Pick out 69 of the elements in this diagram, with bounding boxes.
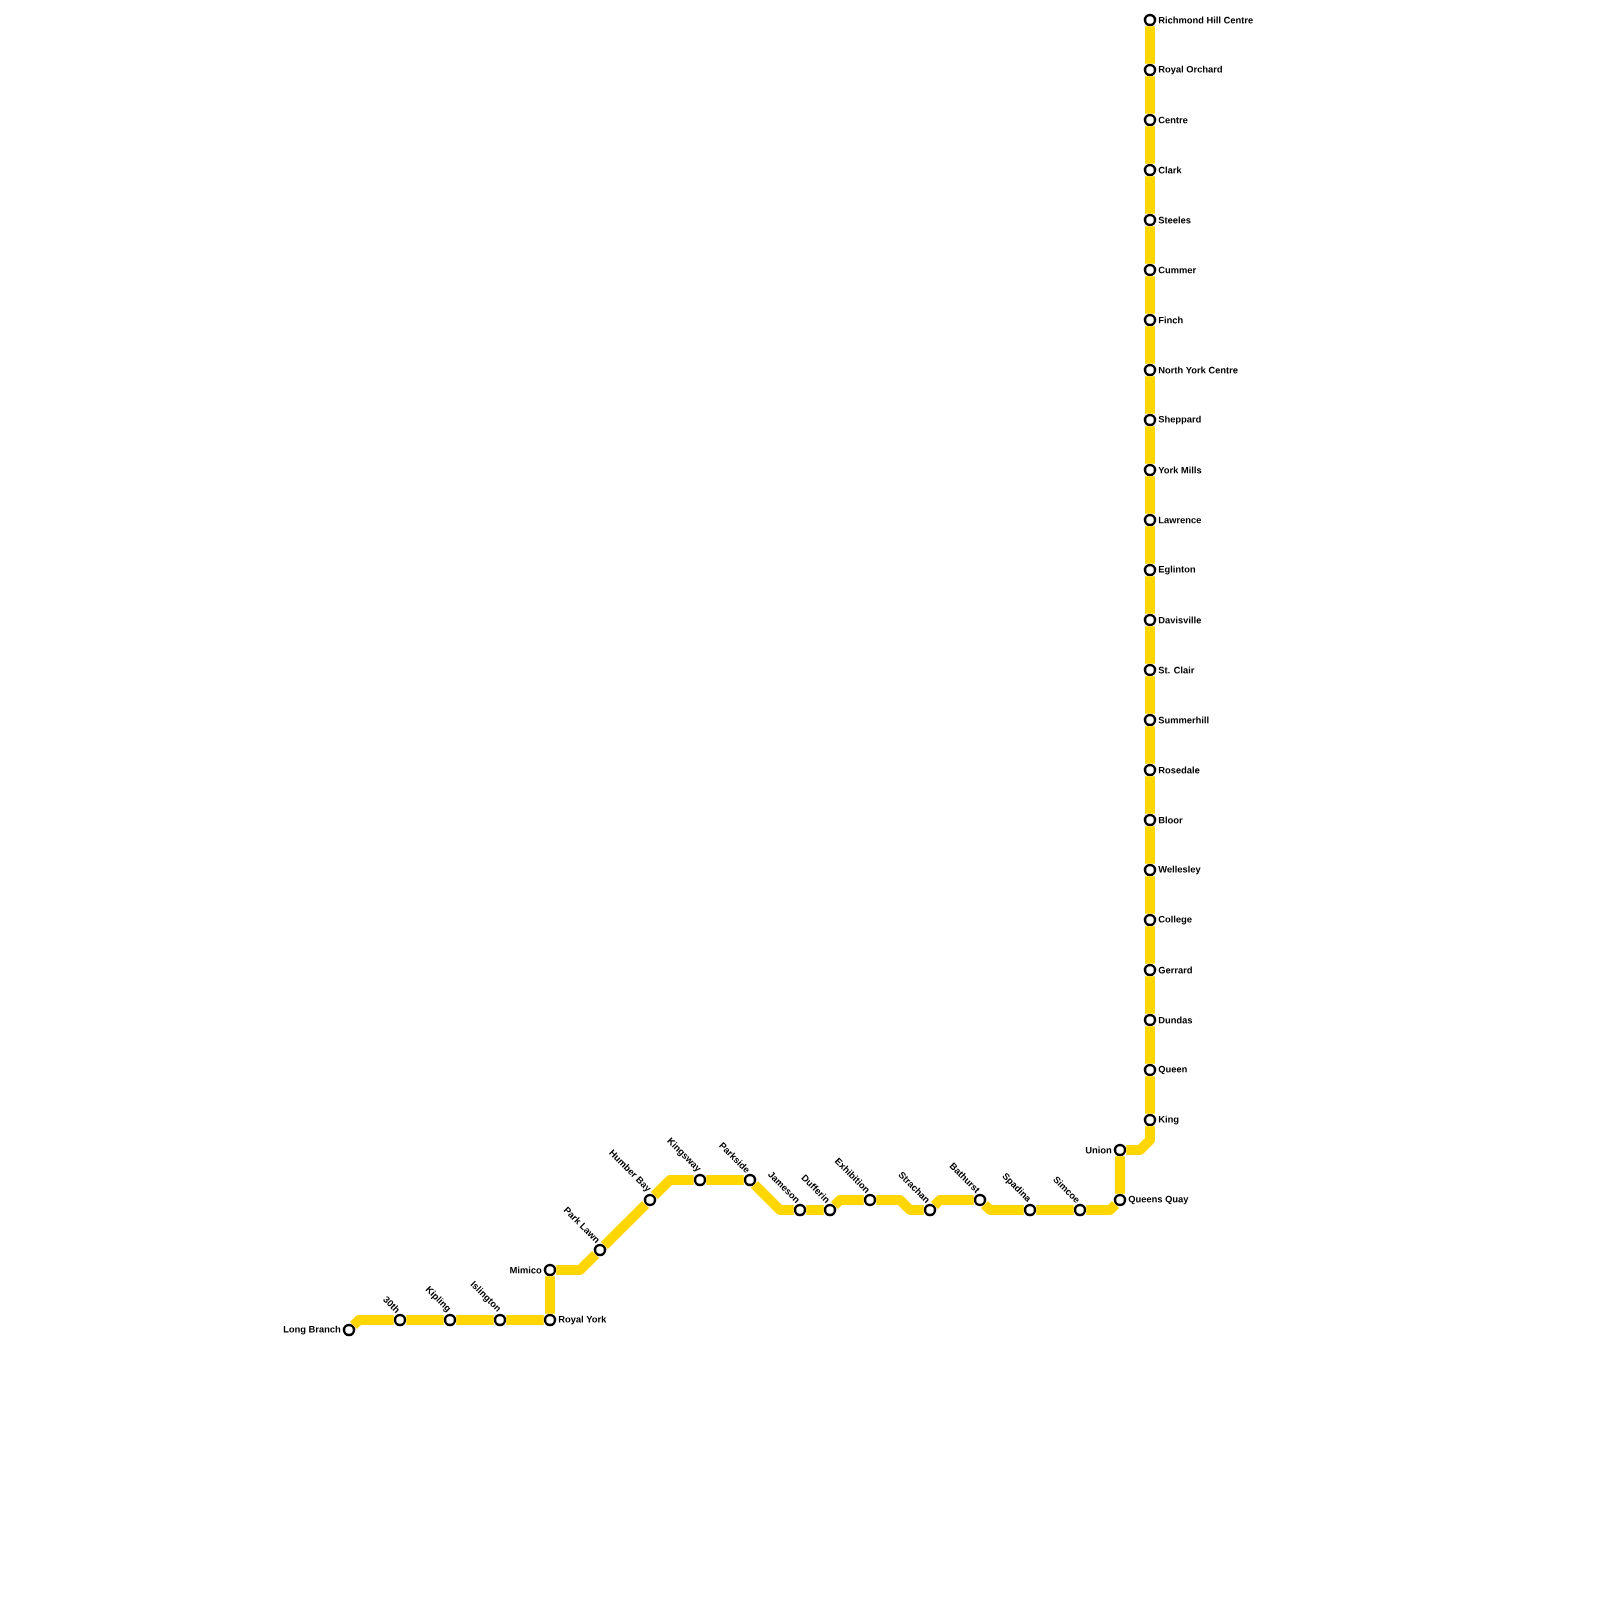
line-segment — [830, 1195, 864, 1210]
line-segment — [1145, 676, 1155, 714]
line-segment — [1145, 426, 1155, 464]
station-label: North York Centre — [1158, 366, 1238, 374]
station-label: Cummer — [1158, 266, 1196, 274]
line-segment — [556, 1250, 600, 1275]
station-label: Eglinton — [1158, 565, 1196, 575]
line-segment — [1145, 876, 1155, 914]
station-label: Clark — [1158, 166, 1182, 174]
station-label: Queen — [1158, 1065, 1187, 1075]
station-label: Finch — [1158, 316, 1183, 324]
line-segment — [1115, 1156, 1125, 1194]
line-segment — [600, 1200, 650, 1250]
station-label: Gerrard — [1158, 966, 1192, 974]
station-label: Queens Quay — [1128, 1195, 1189, 1205]
station-label: Dundas — [1158, 1016, 1193, 1024]
line-segment — [1145, 976, 1155, 1014]
line-segment — [349, 1315, 394, 1330]
line-segment — [806, 1205, 824, 1215]
station-label: York Mills — [1158, 466, 1202, 474]
station-label: King — [1158, 1115, 1179, 1125]
line-segment — [1145, 726, 1155, 764]
line-segment — [1145, 76, 1155, 114]
line-segment — [1145, 526, 1155, 564]
line-segment — [650, 1175, 694, 1200]
line-segment — [706, 1175, 744, 1185]
line-segment — [1145, 126, 1155, 164]
line-segment — [1145, 576, 1155, 614]
station-label: Bloor — [1158, 816, 1183, 824]
line-segment — [1145, 926, 1155, 964]
station-label: Long Branch — [283, 1325, 341, 1335]
station-label: Steeles — [1158, 216, 1191, 224]
station-label: Lawrence — [1158, 516, 1201, 524]
line-segment — [1145, 1076, 1155, 1114]
station-label: Union — [1085, 1146, 1112, 1154]
station-label: Wellesley — [1158, 865, 1201, 875]
station-label: Davisville — [1158, 616, 1202, 624]
station-label: Royal Orchard — [1158, 65, 1222, 75]
line-segment — [930, 1195, 974, 1210]
line-segment — [1036, 1205, 1074, 1215]
station-label: Centre — [1158, 116, 1188, 124]
line-segment — [1145, 26, 1155, 64]
line-segment — [980, 1200, 1024, 1215]
line-segment — [406, 1315, 444, 1325]
station-label: Mimico — [510, 1266, 542, 1274]
line-segment — [1145, 176, 1155, 214]
station-label: College — [1158, 915, 1192, 925]
line-segment — [1145, 626, 1155, 664]
line-segment — [1145, 326, 1155, 364]
station-label: Sheppard — [1158, 415, 1201, 425]
line-segment — [1145, 1026, 1155, 1064]
line-segment — [1145, 826, 1155, 864]
line-segment — [876, 1195, 924, 1215]
line-segment — [1086, 1200, 1120, 1215]
line-segment — [1145, 226, 1155, 264]
line-segment — [1145, 376, 1155, 414]
line-segment — [750, 1180, 794, 1215]
line-segment — [506, 1315, 544, 1325]
line-segment — [1145, 276, 1155, 314]
line-segment — [545, 1276, 555, 1314]
station-label: Richmond Hill Centre — [1158, 16, 1253, 24]
line-segment — [456, 1315, 494, 1325]
line-segment — [1126, 1126, 1155, 1155]
line-segment — [1145, 476, 1155, 514]
station-label: Rosedale — [1158, 766, 1200, 774]
line-segment — [1145, 776, 1155, 814]
station-label: Royal York — [558, 1315, 607, 1325]
station-label: St. Clair — [1158, 666, 1195, 674]
station-label: Summerhill — [1158, 716, 1209, 724]
